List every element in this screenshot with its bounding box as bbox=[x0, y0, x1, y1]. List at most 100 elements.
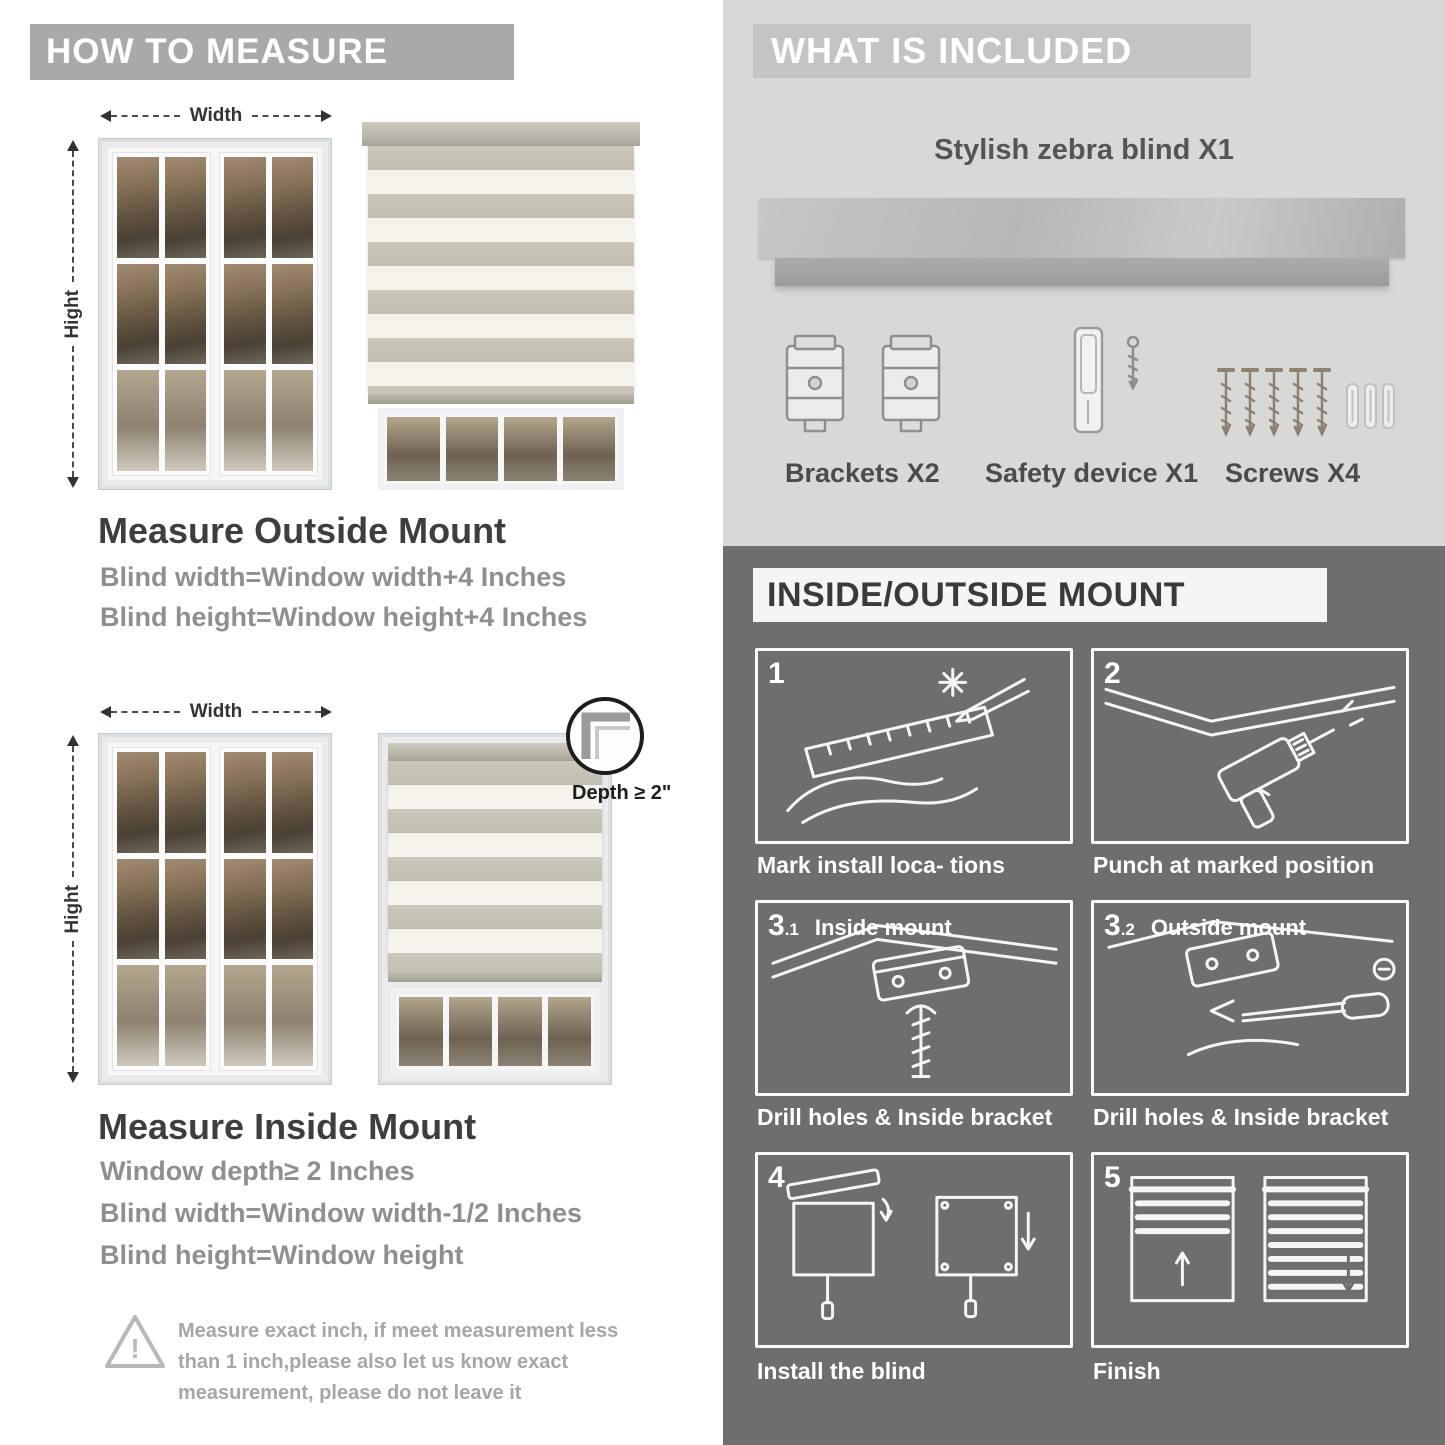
blind-bottom-rail bbox=[368, 394, 634, 404]
drill-icon bbox=[1104, 685, 1396, 829]
screws-icon bbox=[1217, 368, 1395, 436]
window-sash bbox=[219, 747, 318, 1071]
outside-formula-height: Blind height=Window height+4 Inches bbox=[100, 602, 588, 632]
arrow-left-icon bbox=[100, 110, 111, 122]
arrow-up-icon bbox=[67, 140, 79, 151]
window-pane bbox=[224, 965, 266, 1066]
depth-callout-circle bbox=[566, 697, 644, 775]
step-caption-1: Mark install loca- tions bbox=[757, 852, 1005, 878]
height-label: Hight bbox=[62, 884, 83, 934]
window-pane bbox=[562, 417, 615, 481]
window-pane bbox=[164, 370, 206, 471]
outside-bracket-driver-icon bbox=[1107, 920, 1396, 1057]
window-pane bbox=[224, 370, 266, 471]
arrow-down-icon bbox=[67, 1072, 79, 1084]
window-pane bbox=[271, 858, 313, 960]
window-pane bbox=[164, 752, 206, 853]
window-illustration-outside bbox=[98, 138, 332, 490]
step-panel-4: 4 bbox=[755, 1152, 1073, 1348]
step-number: 1 bbox=[768, 657, 785, 690]
window-below-blind bbox=[390, 988, 600, 1075]
window-pane bbox=[224, 263, 266, 365]
arrow-right-icon bbox=[321, 110, 332, 122]
window-pane bbox=[117, 965, 159, 1066]
step-caption-5: Finish bbox=[1093, 1358, 1161, 1384]
measure-warning-text: Measure exact inch, if meet measurement … bbox=[178, 1320, 619, 1404]
blind-stripes bbox=[368, 146, 634, 394]
window-pane bbox=[117, 157, 159, 258]
step-caption-3-1: Drill holes & Inside bracket bbox=[757, 1104, 1053, 1130]
height-arrow-outside: Hight bbox=[62, 140, 84, 489]
step-number: 5 bbox=[1104, 1161, 1121, 1194]
blind-headrail bbox=[388, 743, 602, 761]
window-sash bbox=[112, 152, 211, 476]
mount-title: INSIDE/OUTSIDE MOUNT bbox=[767, 575, 1186, 614]
how-to-measure-header: HOW TO MEASURE bbox=[30, 24, 514, 80]
height-label: Hight bbox=[62, 289, 83, 339]
step-number: 3 bbox=[768, 909, 785, 942]
mount-header: INSIDE/OUTSIDE MOUNT bbox=[753, 568, 1327, 622]
window-pane bbox=[448, 997, 492, 1066]
width-arrow-outside: Width bbox=[100, 105, 332, 126]
window-pane bbox=[387, 417, 440, 481]
arrow-left-icon bbox=[100, 706, 111, 718]
window-pane bbox=[224, 858, 266, 960]
step-title: Inside mount bbox=[814, 915, 952, 940]
what-is-included-title: WHAT IS INCLUDED bbox=[771, 30, 1133, 71]
step-title: Outside mount bbox=[1150, 915, 1307, 940]
safety-device-label: Safety device X1 bbox=[985, 458, 1199, 488]
window-pane bbox=[271, 263, 313, 365]
step-panel-1: 1 bbox=[755, 648, 1073, 844]
width-arrow-inside: Width bbox=[100, 701, 332, 722]
what-is-included-section: WHAT IS INCLUDED Stylish zebra blind X1 bbox=[723, 0, 1445, 546]
step-caption-3-2: Drill holes & Inside bracket bbox=[1093, 1104, 1389, 1130]
install-blind-icon bbox=[786, 1168, 1036, 1321]
blind-headrail bbox=[362, 122, 640, 146]
window-pane bbox=[547, 997, 591, 1066]
how-to-measure-section: HOW TO MEASURE Width Hight bbox=[0, 0, 710, 1445]
what-is-included-header: WHAT IS INCLUDED bbox=[753, 24, 1251, 78]
window-below-blind bbox=[378, 408, 624, 490]
window-pane bbox=[271, 965, 313, 1066]
step-number: 4 bbox=[768, 1161, 785, 1194]
screws-label: Screws X4 bbox=[1225, 458, 1361, 488]
blind-item-label: Stylish zebra blind X1 bbox=[934, 134, 1234, 166]
arrow-down-icon bbox=[67, 477, 79, 489]
headrail-illustration bbox=[759, 198, 1405, 258]
inside-bracket-screw-icon bbox=[771, 923, 1058, 1078]
window-pane bbox=[117, 370, 159, 471]
warning-triangle-icon: ! bbox=[105, 1315, 165, 1368]
window-pane bbox=[399, 997, 443, 1066]
window-pane bbox=[504, 417, 557, 481]
how-to-measure-title: HOW TO MEASURE bbox=[46, 32, 388, 71]
step-caption-2: Punch at marked position bbox=[1093, 852, 1375, 878]
blind-bottom-rail bbox=[388, 973, 602, 982]
depth-label: Depth ≥ 2" bbox=[572, 782, 672, 804]
window-corner-icon bbox=[581, 712, 630, 759]
height-arrow-inside: Hight bbox=[62, 735, 84, 1084]
inside-mount-title: Measure Inside Mount bbox=[98, 1106, 477, 1147]
arrow-right-icon bbox=[321, 706, 332, 718]
window-pane bbox=[224, 157, 266, 258]
safety-device-icon bbox=[1073, 326, 1140, 434]
window-pane bbox=[271, 752, 313, 853]
step-number: 3 bbox=[1104, 909, 1121, 942]
step-panel-2: 2 bbox=[1091, 648, 1409, 844]
inside-formula-depth: Window depth≥ 2 Inches bbox=[100, 1156, 415, 1186]
window-sash bbox=[112, 747, 211, 1071]
width-label: Width bbox=[189, 701, 243, 722]
window-pane bbox=[164, 965, 206, 1066]
window-pane bbox=[498, 997, 542, 1066]
brackets-icon bbox=[785, 334, 941, 433]
window-illustration-inside bbox=[98, 733, 332, 1085]
window-pane bbox=[117, 858, 159, 960]
window-pane bbox=[271, 370, 313, 471]
inside-outside-mount-section: INSIDE/OUTSIDE MOUNT 1 bbox=[723, 546, 1445, 1445]
step-caption-4: Install the blind bbox=[757, 1358, 926, 1384]
window-pane bbox=[445, 417, 498, 481]
arrow-up-icon bbox=[67, 735, 79, 746]
width-label: Width bbox=[189, 105, 243, 126]
window-pane bbox=[117, 263, 159, 365]
mark-location-icon bbox=[786, 668, 1030, 824]
